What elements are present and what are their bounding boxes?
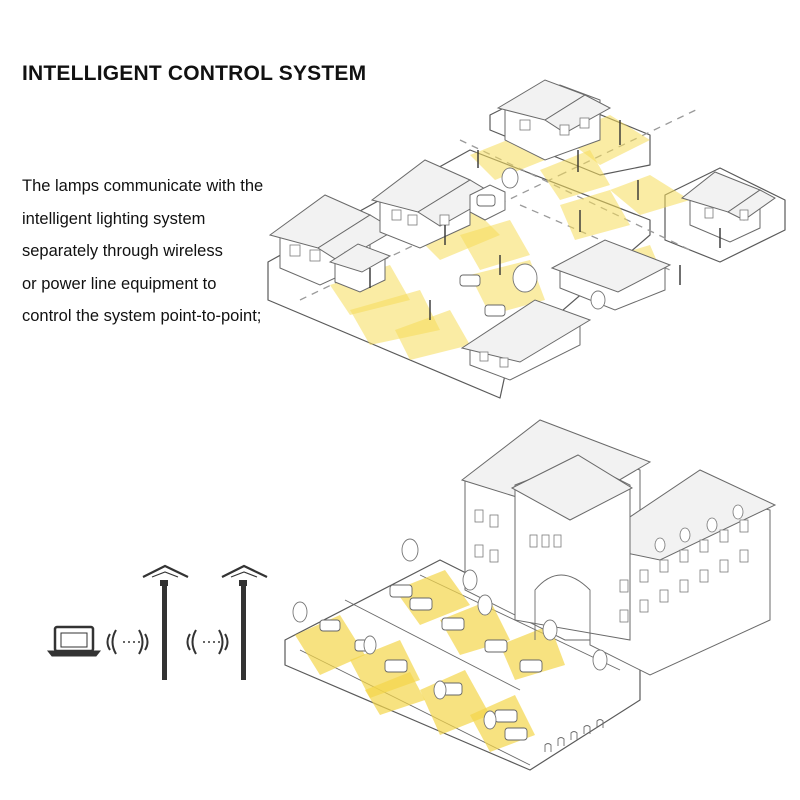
- wireless-signal-icon: [186, 629, 229, 655]
- street-poles: [369, 120, 721, 320]
- control-chain: [46, 564, 268, 680]
- laptop-icon: [46, 625, 102, 657]
- page-title: INTELLIGENT CONTROL SYSTEM: [22, 62, 367, 85]
- description-line-3: separately through wireless: [22, 242, 223, 260]
- building-windows: [474, 504, 749, 623]
- street-lamp-icon: [221, 564, 268, 680]
- description-line-1: The lamps communicate with the: [22, 177, 264, 195]
- description-line-5: control the system point-to-point;: [22, 307, 262, 325]
- description-line-2: intelligent lighting system: [22, 209, 206, 228]
- wireless-signal-icon: [106, 629, 149, 655]
- campus-illustration: [284, 419, 777, 771]
- neighborhood-illustration: [267, 79, 786, 399]
- street-lamp-icon: [142, 564, 189, 680]
- bollards: [544, 719, 604, 752]
- description-text: The lamps communicate with the intellige…: [22, 170, 322, 333]
- description-line-4: or power line equipment to: [22, 274, 217, 293]
